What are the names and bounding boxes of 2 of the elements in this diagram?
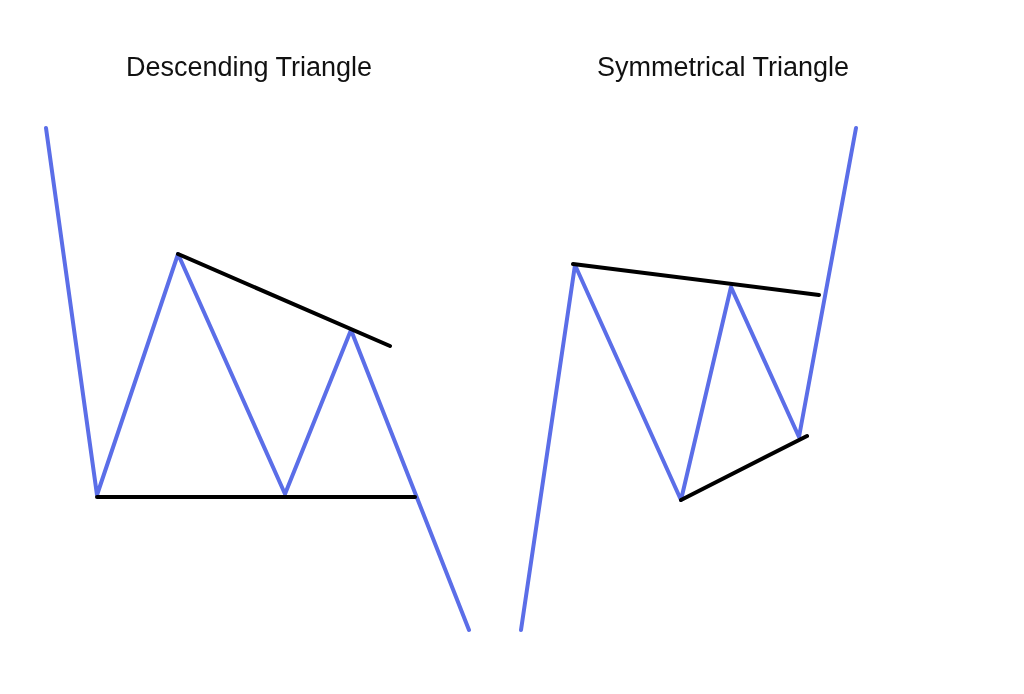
chart-title: Symmetrical Triangle xyxy=(596,52,850,83)
chart-title: Descending Triangle xyxy=(125,52,373,83)
